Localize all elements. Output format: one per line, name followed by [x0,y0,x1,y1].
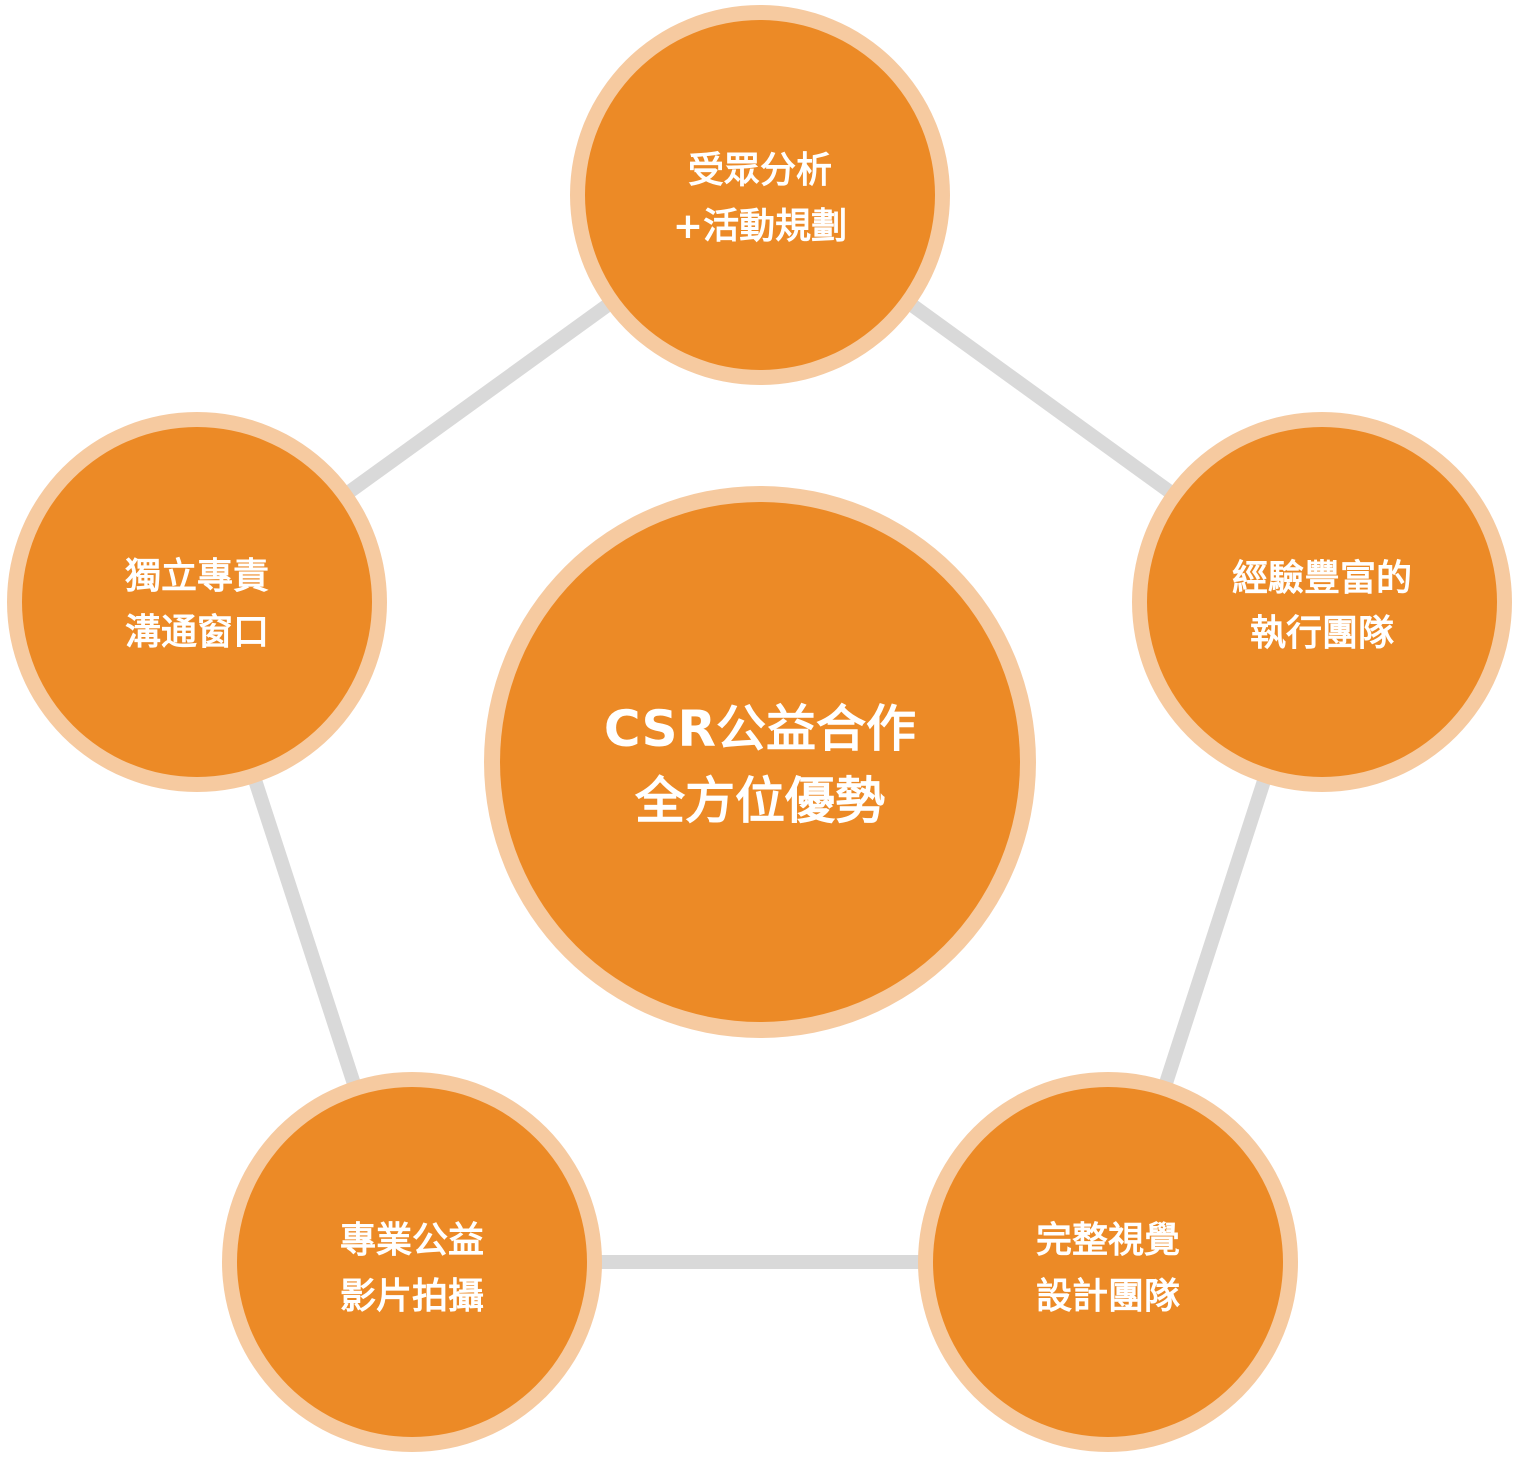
node-top-line2: +活動規劃 [673,206,847,247]
center-node-line2: 全方位優勢 [634,772,885,830]
node-right-line2: 執行團隊 [1250,613,1394,654]
node-bottom-right-line1: 完整視覺 [1036,1220,1180,1261]
node-bottom-left-line1: 專業公益 [340,1220,484,1261]
center-node: CSR公益合作 全方位優勢 [484,486,1036,1038]
node-top-line1: 受眾分析 [688,150,832,191]
node-left-line1: 獨立專責 [125,556,269,597]
node-left: 獨立專責 溝通窗口 [7,412,387,792]
node-bottom-left-line2: 影片拍攝 [340,1276,484,1317]
node-left-line2: 溝通窗口 [125,612,269,653]
node-bottom-left: 專業公益 影片拍攝 [222,1072,602,1452]
center-node-line1: CSR公益合作 [604,700,916,758]
node-bottom-right: 完整視覺 設計團隊 [918,1072,1298,1452]
node-bottom-right-line2: 設計團隊 [1036,1276,1180,1317]
node-top: 受眾分析 +活動規劃 [570,5,950,385]
node-right: 經驗豐富的 執行團隊 [1132,412,1512,792]
node-right-line1: 經驗豐富的 [1232,557,1412,599]
